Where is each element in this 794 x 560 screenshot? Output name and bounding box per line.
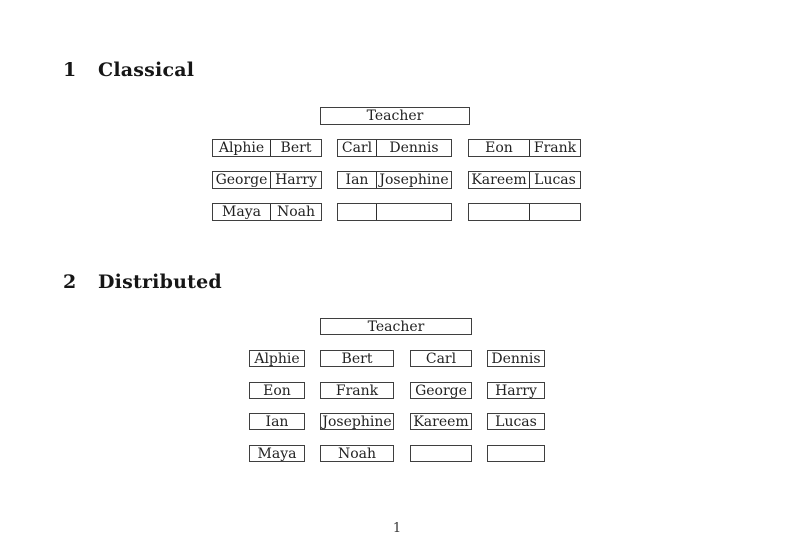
student-box: George xyxy=(410,382,472,399)
seat: Harry xyxy=(275,172,317,188)
student-box: Dennis xyxy=(487,350,545,367)
seat-empty xyxy=(377,204,451,220)
desk: Kareem Lucas xyxy=(468,171,581,189)
seat: Noah xyxy=(276,204,316,220)
seat: Frank xyxy=(533,140,577,156)
seat-empty xyxy=(338,204,377,220)
seat: Maya xyxy=(213,204,271,220)
student-box: Kareem xyxy=(410,413,472,430)
teacher-box-distributed: Teacher xyxy=(320,318,472,335)
student-box: Josephine xyxy=(320,413,394,430)
seat: George xyxy=(213,172,271,188)
desk: Eon Frank xyxy=(468,139,581,157)
section-title: Distributed xyxy=(98,271,222,293)
student-box-empty xyxy=(487,445,545,462)
page-number: 1 xyxy=(392,521,402,536)
student-box: Frank xyxy=(320,382,394,399)
seat-empty xyxy=(530,204,580,220)
desk: Ian Josephine xyxy=(337,171,452,189)
desk: George Harry xyxy=(212,171,322,189)
seat: Dennis xyxy=(389,140,439,156)
seat: Kareem xyxy=(469,172,530,188)
seat: Lucas xyxy=(534,172,576,188)
section-number: 2 xyxy=(63,271,77,293)
desk: Carl Dennis xyxy=(337,139,452,157)
desk: Alphie Bert xyxy=(212,139,322,157)
desk: Maya Noah xyxy=(212,203,322,221)
student-box: Alphie xyxy=(249,350,305,367)
student-box: Noah xyxy=(320,445,394,462)
seat: Carl xyxy=(338,140,377,156)
teacher-box-classical: Teacher xyxy=(320,107,470,125)
section-number: 1 xyxy=(63,59,77,81)
seat-empty xyxy=(469,204,530,220)
student-box: Harry xyxy=(487,382,545,399)
section-heading-classical: 1 Classical xyxy=(63,58,194,82)
seat: Eon xyxy=(469,140,530,156)
desk-empty xyxy=(337,203,452,221)
student-box: Carl xyxy=(410,350,472,367)
section-heading-distributed: 2 Distributed xyxy=(63,270,222,294)
student-box: Eon xyxy=(249,382,305,399)
section-title: Classical xyxy=(98,59,195,81)
seat: Ian xyxy=(338,172,377,188)
seat: Josephine xyxy=(379,172,449,188)
seat: Alphie xyxy=(213,140,271,156)
student-box: Bert xyxy=(320,350,394,367)
student-box: Maya xyxy=(249,445,305,462)
seat: Bert xyxy=(280,140,312,156)
desk-empty xyxy=(468,203,581,221)
student-box: Ian xyxy=(249,413,305,430)
student-box-empty xyxy=(410,445,472,462)
student-box: Lucas xyxy=(487,413,545,430)
